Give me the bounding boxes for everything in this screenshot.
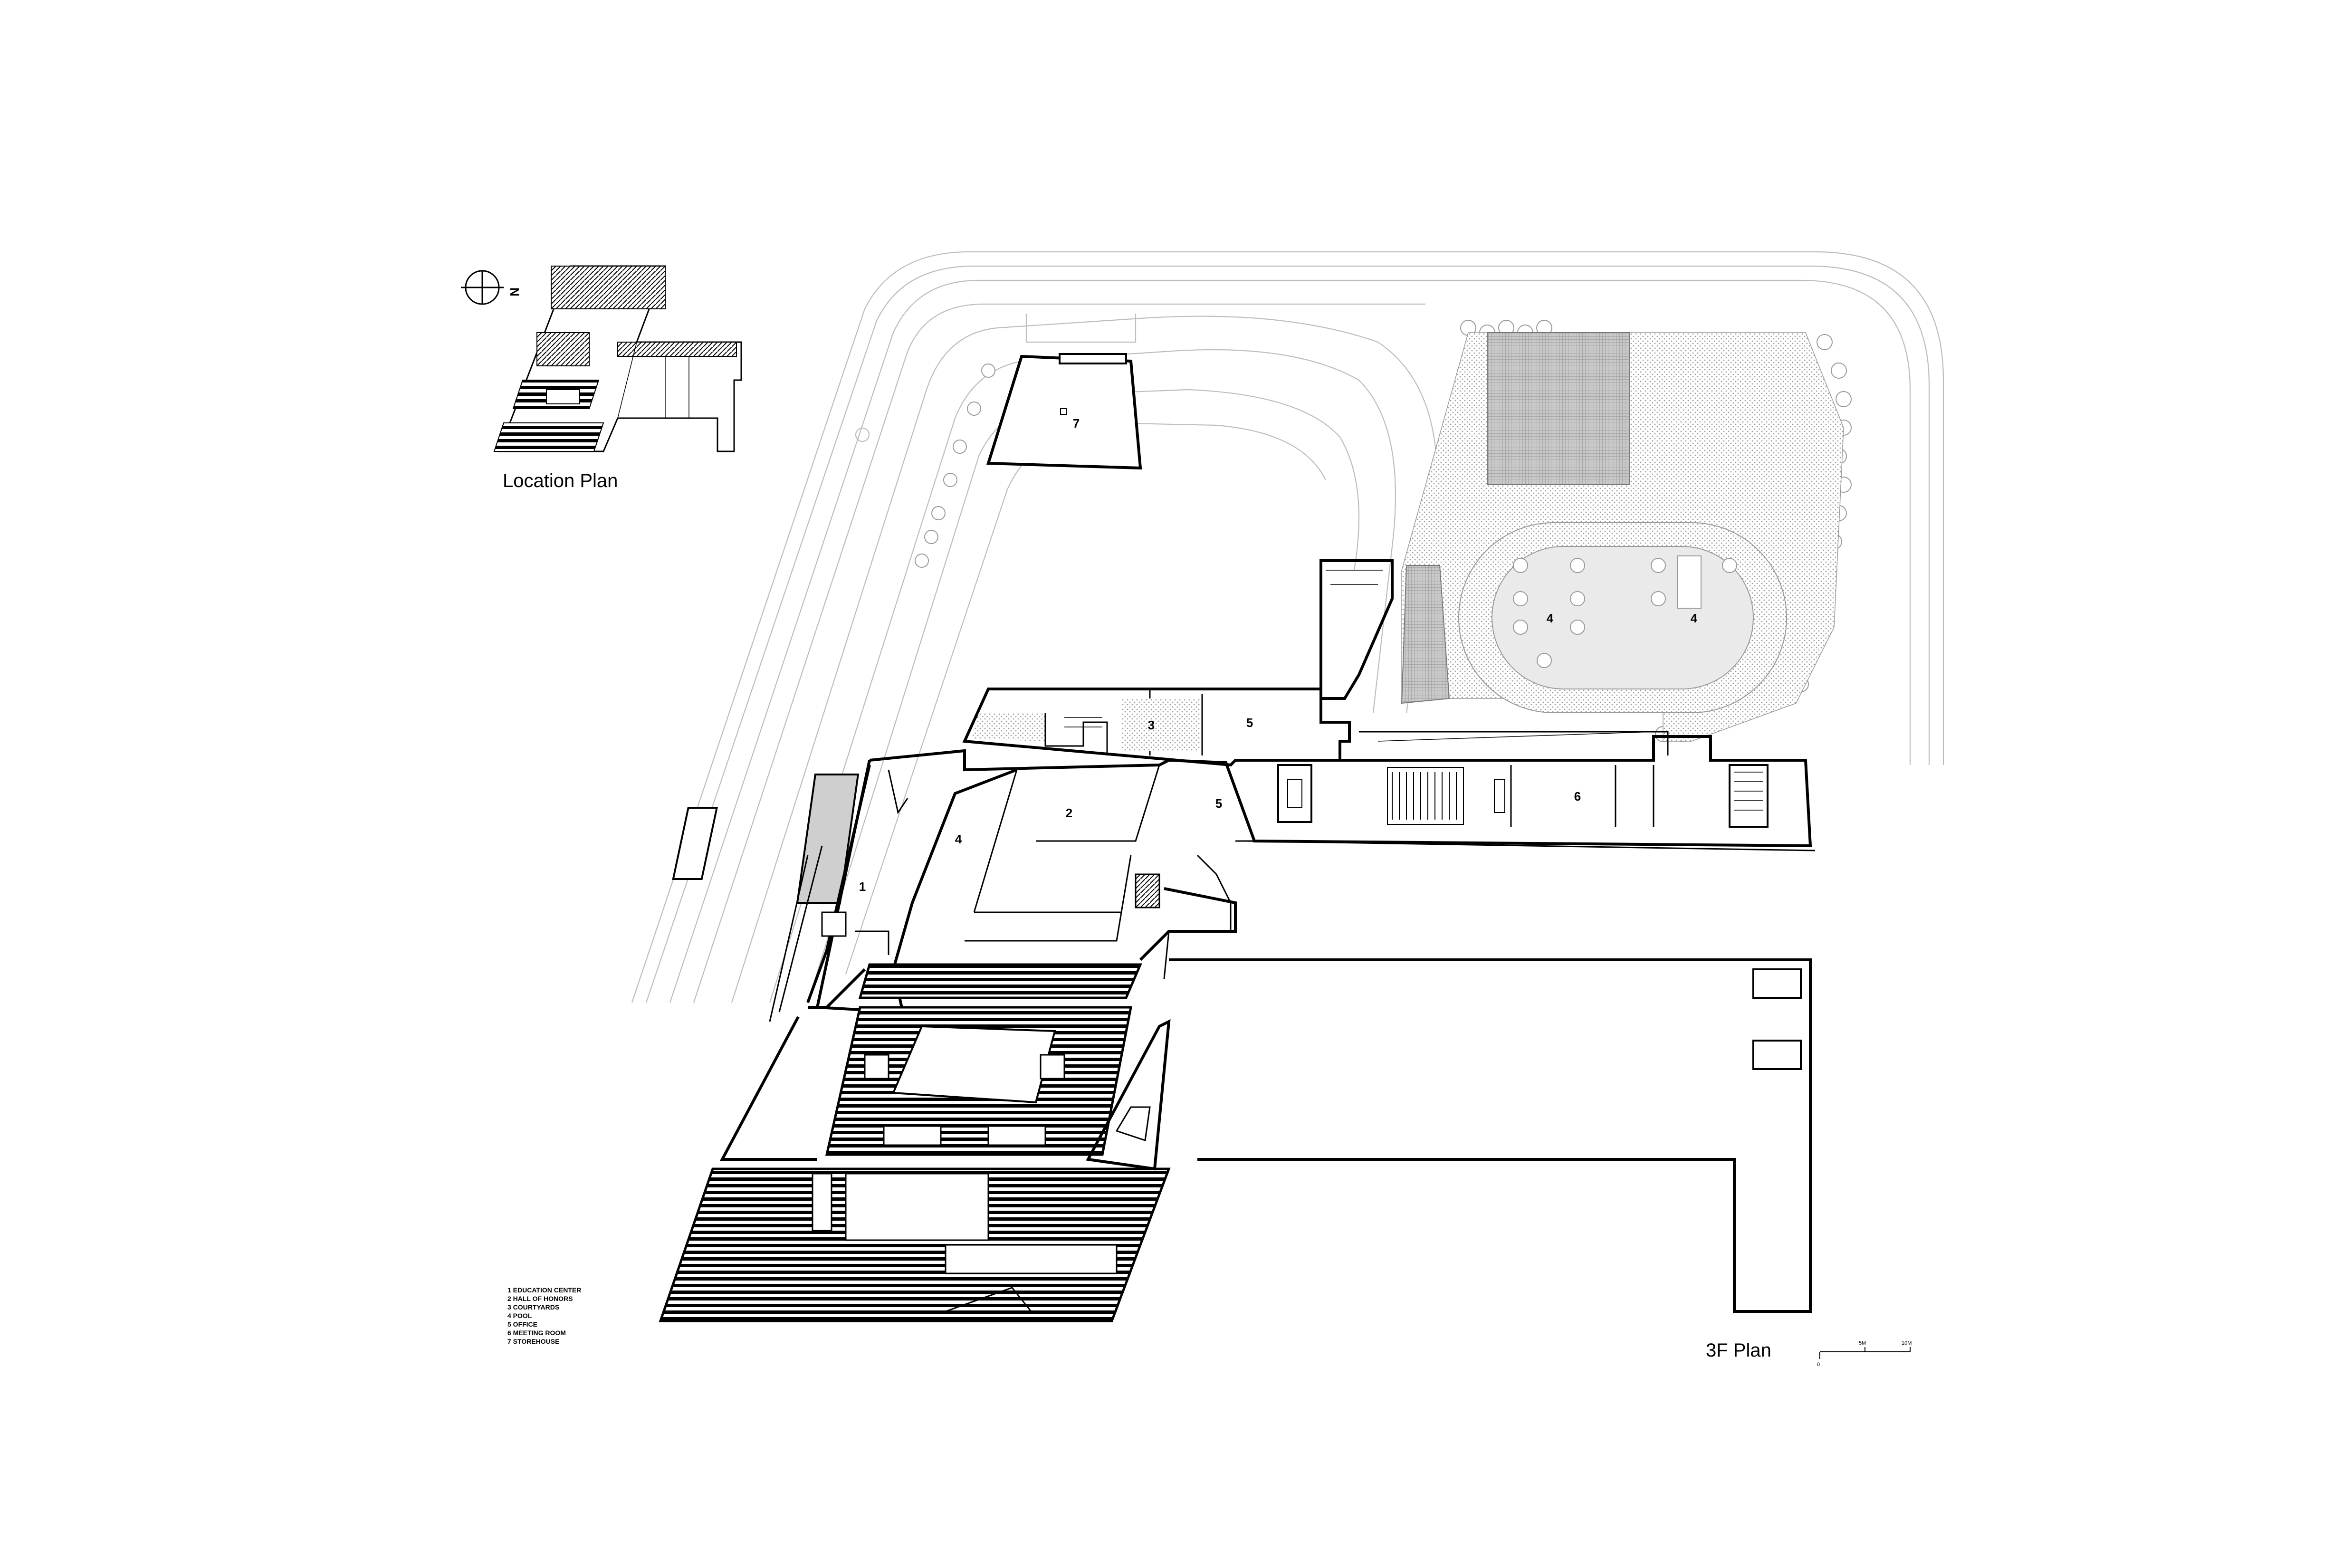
parking-area: [1487, 332, 1630, 485]
legend-item: 7 STOREHOUSE: [507, 1338, 559, 1345]
compass-north-letter: N: [507, 287, 522, 296]
auditorium-seating: [1387, 767, 1464, 825]
scale-bar: 0 5M 10M: [1817, 1340, 1912, 1367]
scale-bar-tick: 10M: [1902, 1340, 1912, 1346]
room-label-courtyard: 3: [1148, 718, 1155, 732]
legend-item: 6 MEETING ROOM: [507, 1329, 566, 1337]
scale-bar-tick: 0: [1817, 1362, 1820, 1367]
room-label-pool-track-right: 4: [1691, 611, 1698, 625]
courtyard-3-hatch: [1121, 698, 1200, 751]
legend-item: 1 EDUCATION CENTER: [507, 1286, 581, 1294]
legend-item: 5 OFFICE: [507, 1320, 537, 1328]
floor-plan-title: 3F Plan: [1706, 1340, 1771, 1361]
legend-item: 3 COURTYARDS: [507, 1303, 559, 1311]
scale-bar-tick: 5M: [1859, 1340, 1866, 1346]
courtyard-hatch: [972, 713, 1045, 741]
legend-item: 4 POOL: [507, 1312, 532, 1319]
legend-item: 2 HALL OF HONORS: [507, 1295, 573, 1302]
court-area: [1401, 565, 1450, 704]
terrace-upper: [858, 963, 1142, 999]
room-label-hall-of-honors: 2: [1066, 806, 1072, 820]
room-label-pool-track-left: 4: [1547, 611, 1554, 625]
room-label-office-upper: 5: [1246, 716, 1253, 730]
room-label-meeting-room: 6: [1574, 789, 1581, 803]
terrace-lower: [659, 1167, 1171, 1322]
running-track: [1458, 522, 1787, 713]
location-plan-title: Location Plan: [503, 470, 618, 491]
location-plan-inset: [493, 265, 742, 452]
north-compass: N: [461, 270, 522, 305]
building-walls: [659, 353, 1816, 1322]
plaza-cutout: [892, 1025, 1056, 1104]
room-legend: 1 EDUCATION CENTER 2 HALL OF HONORS 3 CO…: [507, 1286, 581, 1345]
pool-hatch: [796, 774, 860, 904]
room-label-storehouse: 7: [1073, 416, 1080, 430]
room-label-pool: 4: [955, 832, 962, 846]
room-label-office-lower: 5: [1215, 796, 1222, 811]
room-label-education-center: 1: [859, 880, 866, 894]
